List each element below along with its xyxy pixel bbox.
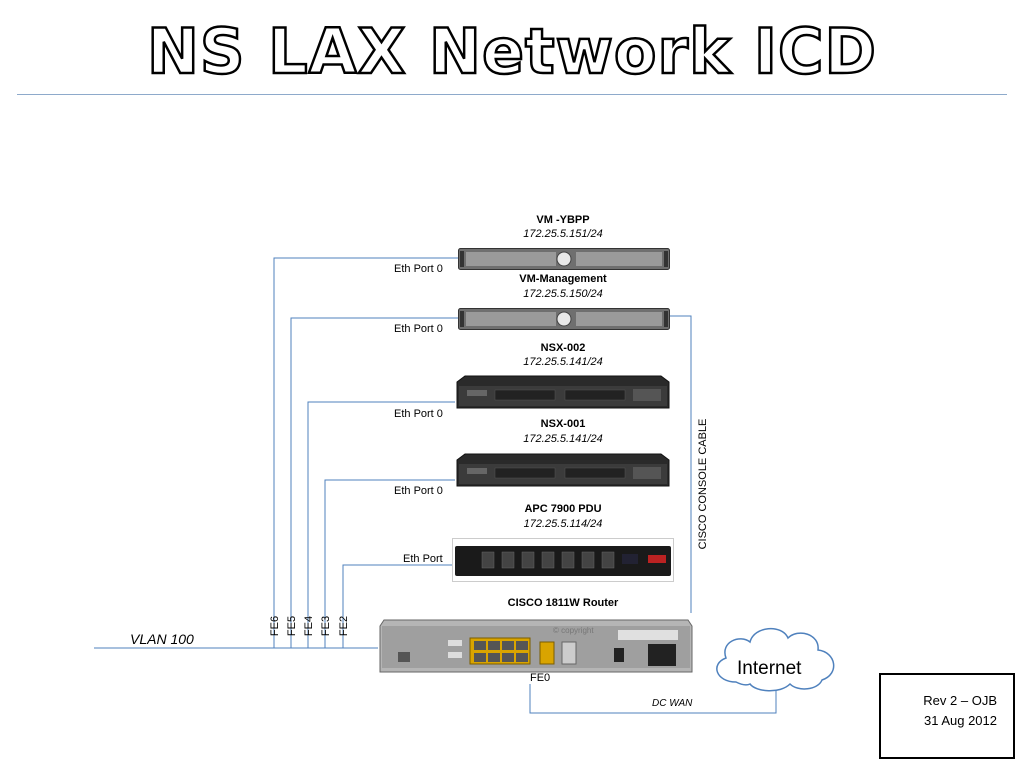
device-ip-vm-management: 172.25.5.150/24 — [523, 288, 603, 300]
revision-box: Rev 2 – OJB 31 Aug 2012 — [879, 673, 1015, 759]
port-fe3: FE3 — [320, 615, 332, 637]
device-ip-nsx-002: 172.25.5.141/24 — [523, 356, 603, 368]
device-ip-vm-ybpp: 172.25.5.151/24 — [523, 228, 603, 240]
console-cable-label: CISCO CONSOLE CABLE — [697, 418, 709, 550]
wire-fe3 — [324, 479, 455, 648]
wire-fe2 — [342, 564, 452, 648]
appliance-nsx-002 — [456, 375, 670, 409]
dc-wan-label: DC WAN — [652, 698, 693, 709]
appliance-nsx-001 — [456, 453, 670, 487]
device-ip-nsx-001: 172.25.5.141/24 — [523, 433, 603, 445]
device-ip-apc-pdu: 172.25.5.114/24 — [523, 518, 603, 530]
port-label-vm-ybpp: Eth Port 0 — [394, 263, 443, 275]
port-fe2: FE2 — [338, 615, 350, 637]
port-label-vm-management: Eth Port 0 — [394, 323, 443, 335]
device-name-nsx-001: NSX-001 — [540, 418, 586, 430]
port-fe6: FE6 — [269, 615, 281, 637]
server-vm-management — [458, 308, 670, 330]
device-name-nsx-002: NSX-002 — [540, 342, 586, 354]
device-name-vm-ybpp: VM -YBPP — [536, 214, 590, 226]
wire-console — [668, 315, 692, 613]
port-label-apc-pdu: Eth Port — [403, 553, 443, 565]
vlan-label: VLAN 100 — [130, 631, 194, 647]
internet-label: Internet — [737, 658, 802, 679]
revision-date: 31 Aug 2012 — [923, 713, 997, 728]
router-copyright: © copyright — [553, 626, 594, 635]
port-label-nsx-002: Eth Port 0 — [394, 408, 443, 420]
device-name-apc-pdu: APC 7900 PDU — [524, 503, 602, 515]
device-name-vm-management: VM-Management — [519, 273, 607, 285]
apc-pdu-unit — [452, 538, 674, 582]
wire-dc-wan — [529, 684, 777, 714]
revision-label: Rev 2 – OJB — [923, 693, 997, 708]
wire-fe5 — [290, 317, 458, 648]
router-name: CISCO 1811W Router — [507, 597, 619, 609]
port-fe4: FE4 — [303, 615, 315, 637]
port-label-nsx-001: Eth Port 0 — [394, 485, 443, 497]
wire-fe4 — [307, 401, 455, 648]
slide-title: NS LAX Network ICD — [146, 14, 877, 90]
internet-cloud-icon — [716, 628, 835, 692]
port-fe0: FE0 — [530, 672, 551, 684]
cisco-router — [379, 619, 693, 673]
server-vm-ybpp — [458, 248, 670, 270]
title-rule — [17, 94, 1007, 95]
port-fe5: FE5 — [286, 615, 298, 637]
wire-fe6 — [273, 257, 458, 648]
